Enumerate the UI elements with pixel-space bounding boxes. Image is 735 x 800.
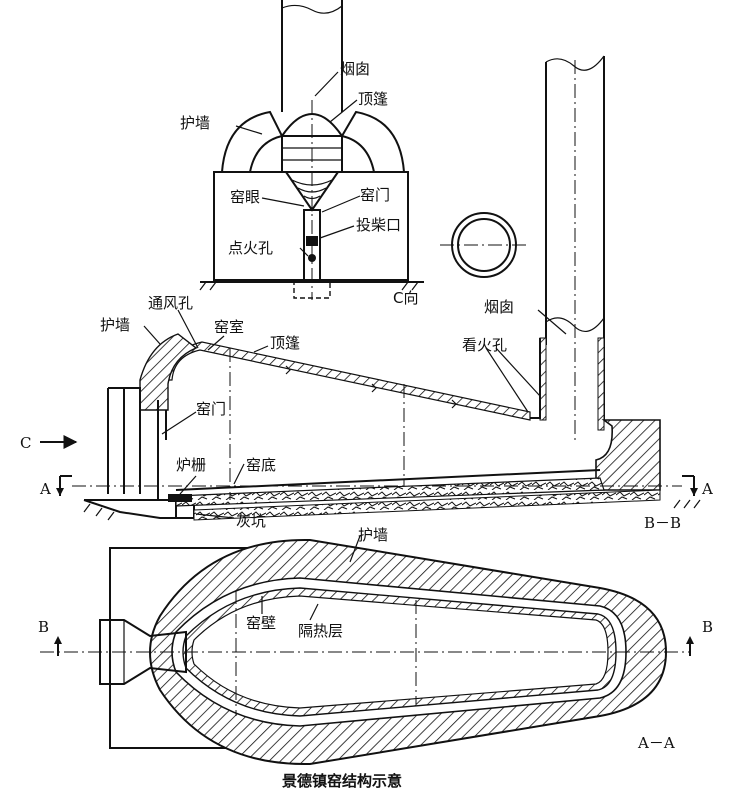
label-plan-insulation: 隔热层 <box>298 622 343 640</box>
label-section-dome: 顶篷 <box>270 334 300 352</box>
label-vent-hole: 通风孔 <box>148 294 193 312</box>
front-chimney <box>281 0 343 112</box>
label-kiln-eye: 窑眼 <box>230 188 260 206</box>
label-section-mark-a-right: A <box>701 480 713 498</box>
label-section-mark-b-right: B <box>702 618 713 636</box>
label-section-guard-wall: 护墙 <box>100 316 130 334</box>
section-back-wall <box>595 419 661 491</box>
section-front-wall <box>107 387 141 494</box>
label-fuel-port: 投柴口 <box>356 216 401 234</box>
front-guard-wall-right <box>340 110 405 173</box>
label-section-mark-b-left: B <box>38 618 49 636</box>
front-guard-wall-left <box>221 110 284 173</box>
front-dome <box>280 113 344 137</box>
label-section-bb: B－B <box>644 514 681 532</box>
label-plan-guard-wall: 护墙 <box>358 526 388 544</box>
label-ash-pit: 灰坑 <box>236 512 266 530</box>
fuel-port <box>306 236 318 246</box>
label-front-dome: 顶篷 <box>358 90 388 108</box>
plan-view <box>40 535 694 766</box>
section-grate <box>168 494 192 502</box>
label-peep-hole: 看火孔 <box>462 336 507 354</box>
label-kiln-floor: 窑底 <box>246 456 276 474</box>
label-grate: 炉栅 <box>176 456 206 474</box>
figure-caption: 景德镇窑结构示意 <box>282 772 402 790</box>
front-view <box>199 0 528 300</box>
section-view <box>40 55 701 521</box>
label-plan-kiln-wall: 窑壁 <box>246 614 276 632</box>
label-ignition-hole: 点火孔 <box>228 239 273 257</box>
label-front-guard-wall: 护墙 <box>180 114 210 132</box>
label-direction-c: C <box>20 434 31 452</box>
label-kiln-chamber: 窑室 <box>214 318 244 336</box>
label-section-chimney: 烟囱 <box>484 298 514 316</box>
label-front-kiln-door: 窑门 <box>360 186 390 204</box>
plan-firebox <box>99 619 187 685</box>
label-front-chimney: 烟囱 <box>340 60 370 78</box>
label-section-kiln-door: 窑门 <box>196 400 226 418</box>
label-section-aa: A－A <box>637 734 675 752</box>
label-c-view: C向 <box>393 289 418 307</box>
label-section-mark-a-left: A <box>39 480 51 498</box>
section-guard-wall <box>139 333 198 411</box>
